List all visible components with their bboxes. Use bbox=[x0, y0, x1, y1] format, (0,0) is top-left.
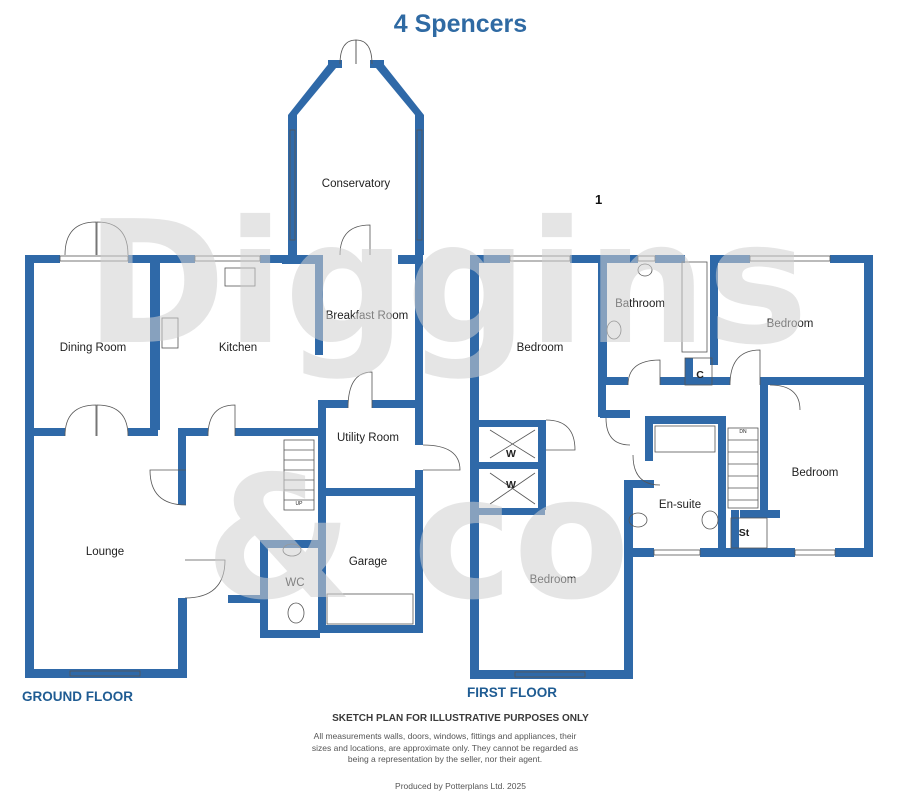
disclaimer-line-3: being a representation by the seller, no… bbox=[347, 754, 543, 764]
label-stairs-up: UP bbox=[296, 501, 304, 507]
label-conservatory: Conservatory bbox=[322, 178, 391, 190]
disclaimer-heading: SKETCH PLAN FOR ILLUSTRATIVE PURPOSES ON… bbox=[332, 713, 589, 724]
label-kitchen: Kitchen bbox=[219, 342, 257, 354]
windows-doors-fixtures bbox=[59, 39, 836, 678]
first-floor-label: FIRST FLOOR bbox=[467, 685, 557, 700]
label-bedroom-1: Bedroom bbox=[517, 342, 564, 354]
ground-floor-label: GROUND FLOOR bbox=[22, 689, 133, 704]
label-bedroom-3: Bedroom bbox=[792, 467, 839, 479]
label-lounge: Lounge bbox=[86, 546, 124, 558]
label-breakfast-room: Breakfast Room bbox=[326, 310, 408, 322]
label-dining-room: Dining Room bbox=[60, 342, 126, 354]
label-bathroom: Bathroom bbox=[615, 298, 665, 310]
disclaimer-line-2: sizes and locations, are approximate onl… bbox=[311, 742, 579, 753]
label-store: St bbox=[739, 527, 750, 539]
page-number: 1 bbox=[595, 192, 603, 207]
label-wardrobe-1: W bbox=[506, 448, 516, 460]
room-labels: Conservatory Breakfast Room Dining Room … bbox=[60, 178, 839, 589]
label-utility-room: Utility Room bbox=[337, 432, 399, 444]
label-ensuite: En-suite bbox=[659, 499, 701, 511]
label-wc: WC bbox=[285, 577, 304, 589]
property-title: 4 Spencers bbox=[393, 10, 528, 38]
disclaimer-line-1: All measurements walls, doors, windows, … bbox=[313, 731, 577, 741]
label-garage: Garage bbox=[349, 556, 387, 568]
label-bedroom-2: Bedroom bbox=[767, 318, 814, 330]
label-stairs-down: DN bbox=[739, 429, 747, 435]
disclaimer-body: All measurements walls, doors, windows, … bbox=[270, 731, 620, 766]
label-bedroom-4: Bedroom bbox=[530, 574, 577, 586]
producer-credit: Produced by Potterplans Ltd. 2025 bbox=[395, 781, 526, 791]
walls bbox=[25, 60, 873, 679]
label-wardrobe-2: W bbox=[506, 479, 516, 491]
label-cupboard: C bbox=[696, 369, 704, 381]
